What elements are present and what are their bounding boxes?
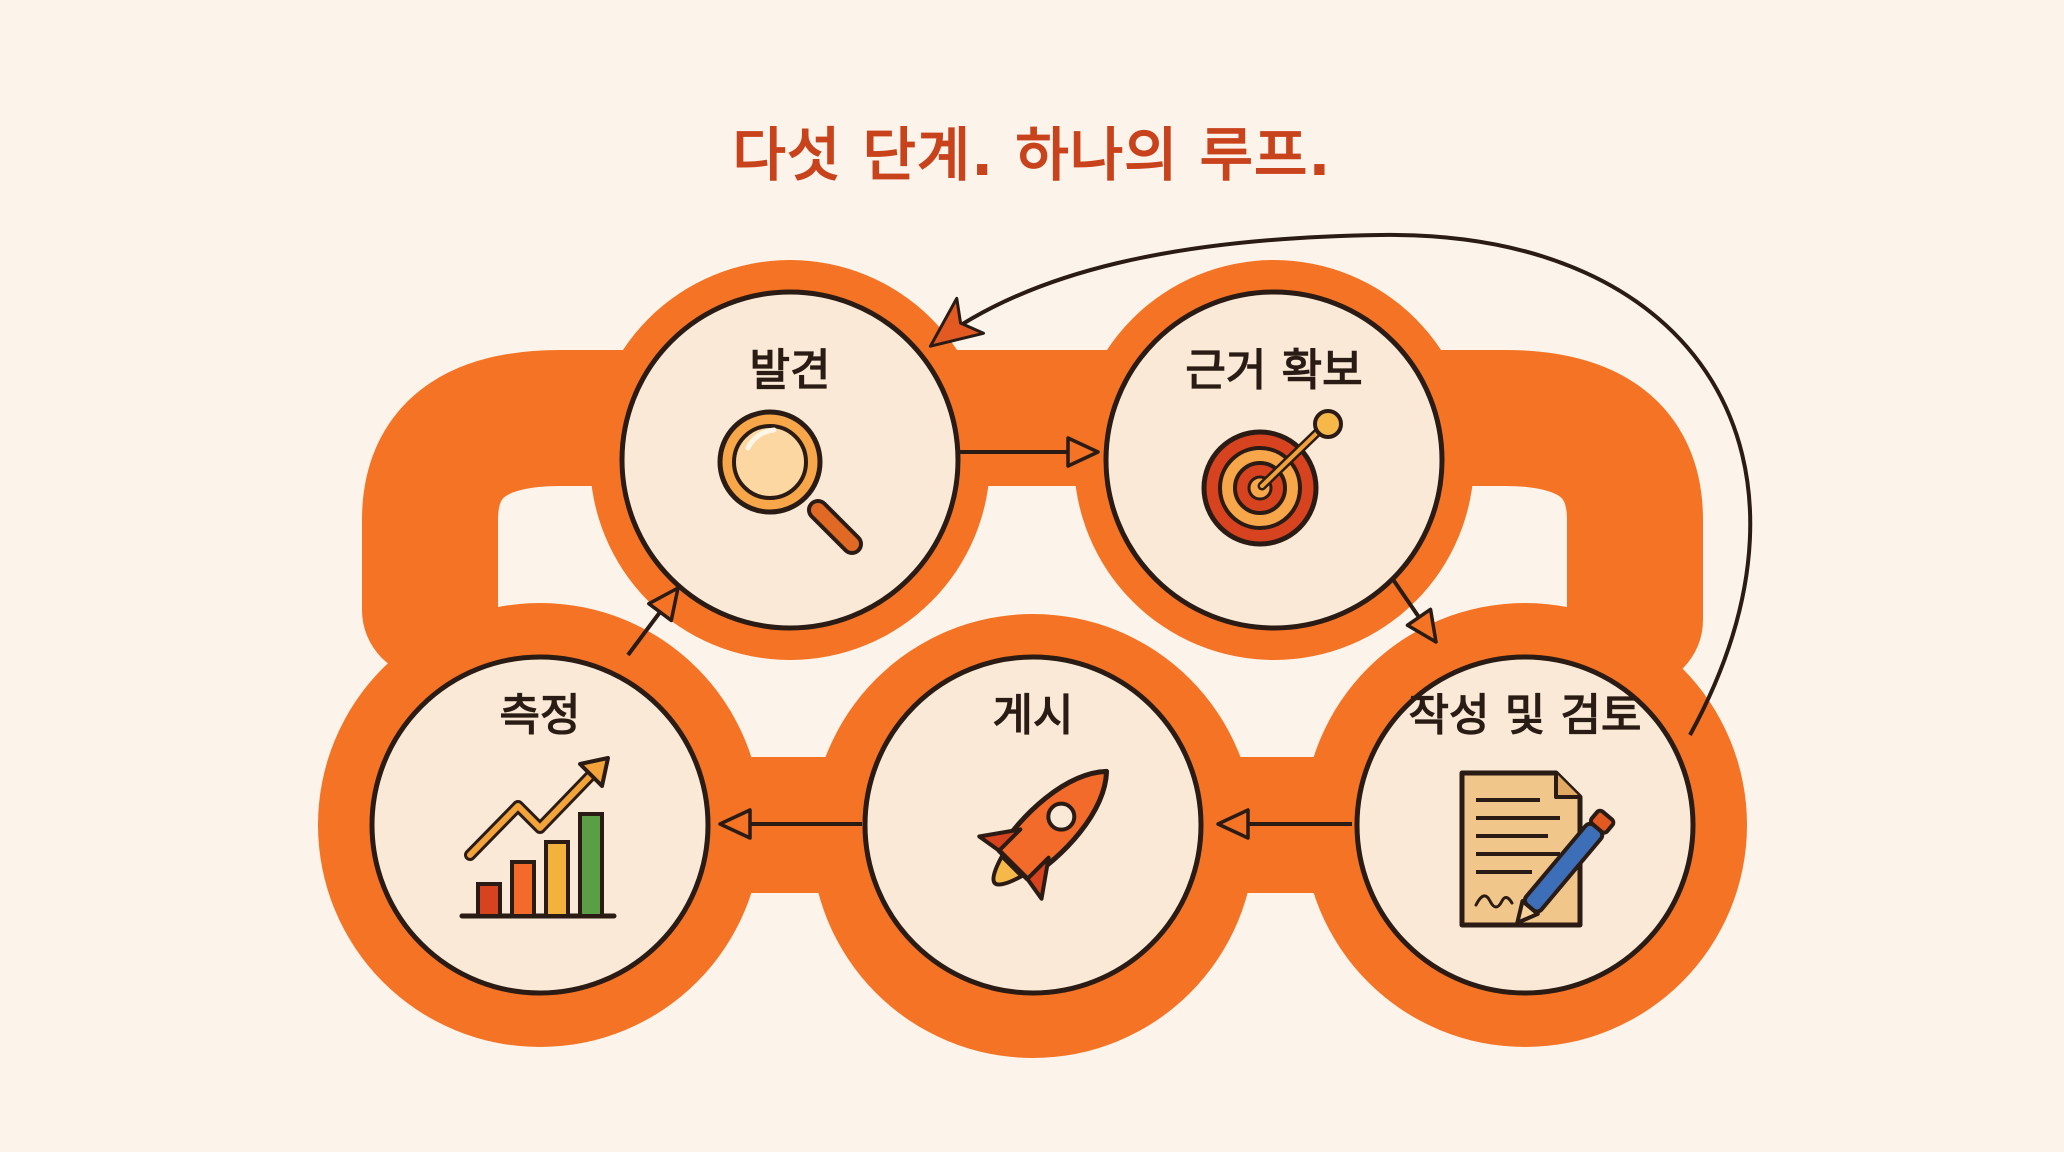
document-pen-icon	[1459, 770, 1616, 928]
step-measure: 측정	[369, 654, 711, 996]
diagram-title: 다섯 단계. 하나의 루프.	[732, 121, 1332, 189]
arrow-measure-to-discovery	[626, 586, 680, 657]
step-label: 측정	[500, 690, 581, 741]
target-icon	[1201, 409, 1343, 547]
feedback-curve-arrow	[928, 232, 1753, 736]
step-evidence: 근거 확보	[1103, 289, 1445, 631]
step-label: 게시	[993, 690, 1074, 741]
arrow-evidence-to-write	[1390, 576, 1438, 644]
growth-chart-icon	[459, 756, 617, 919]
step-label: 발견	[750, 345, 831, 396]
flow-arrows	[626, 232, 1753, 840]
rocket-icon	[977, 768, 1110, 901]
step-label: 작성 및 검토	[1408, 690, 1641, 741]
step-discovery: 발견	[619, 289, 961, 631]
step-label: 근거 확보	[1185, 345, 1362, 396]
step-publish: 게시	[862, 654, 1204, 996]
magnifying-glass-icon	[717, 409, 863, 555]
step-write-review: 작성 및 검토	[1354, 654, 1696, 996]
